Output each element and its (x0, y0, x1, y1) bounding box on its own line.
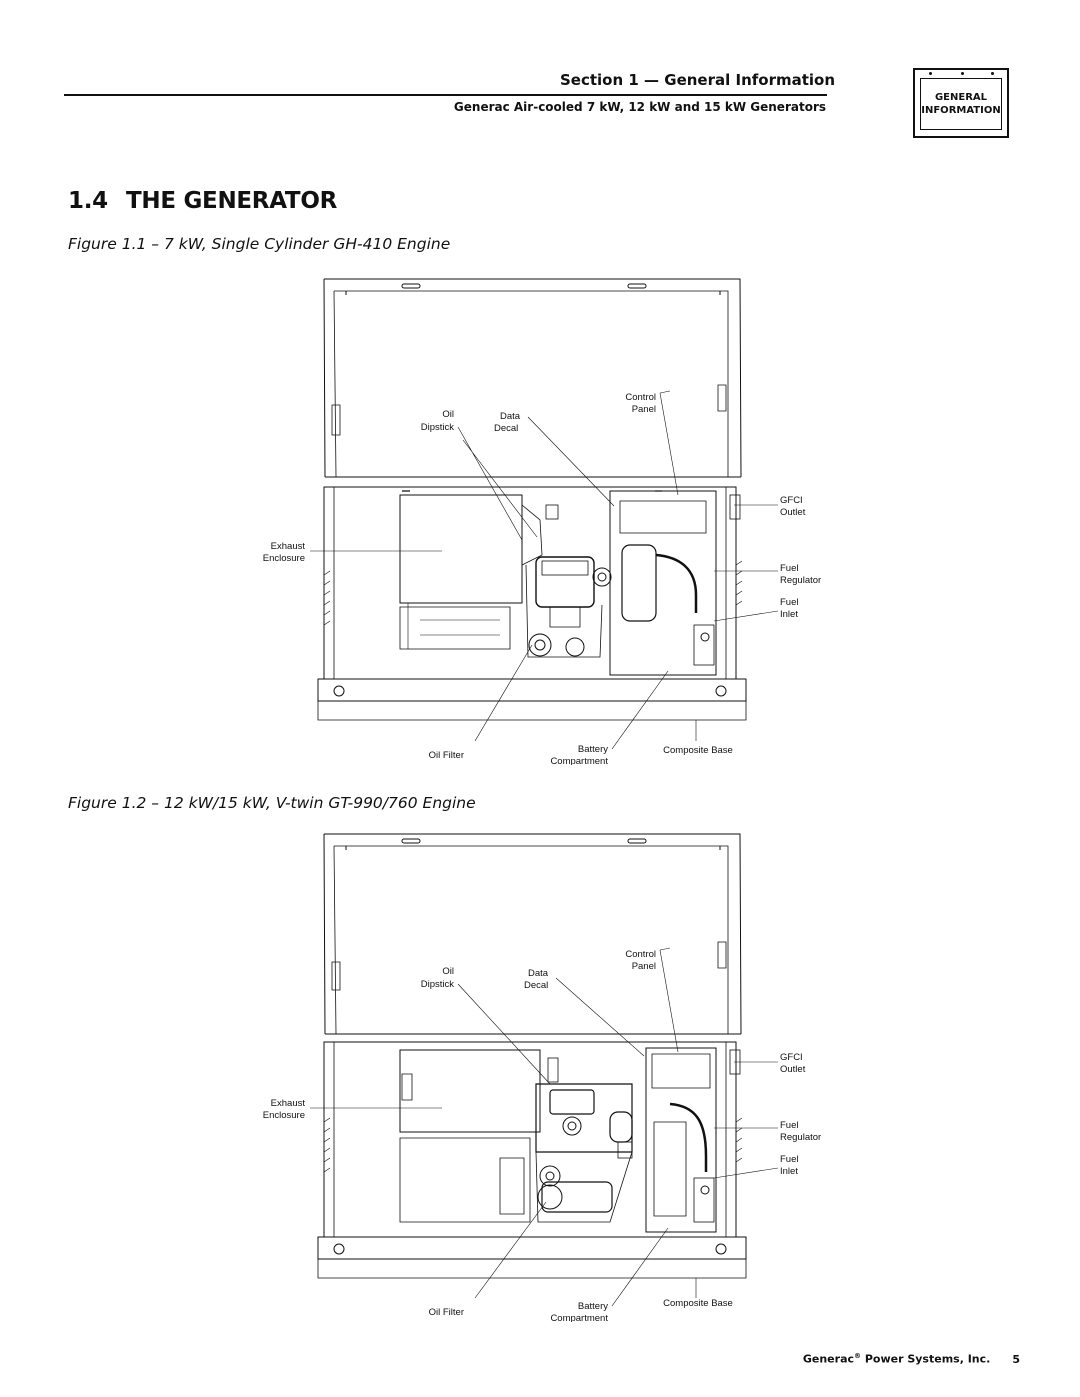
section-subtitle: Generac Air-cooled 7 kW, 12 kW and 15 kW… (453, 100, 826, 114)
label-outlet: Outlet (780, 507, 806, 518)
label-panel: Panel (632, 961, 656, 972)
label-compartment: Compartment (550, 1313, 608, 1322)
heading-number: 1.4 (68, 188, 108, 214)
label-regulator: Regulator (780, 575, 821, 586)
section-tab: GENERAL INFORMATION (913, 68, 1009, 138)
label-exhaust: Exhaust (271, 541, 306, 552)
label-enclosure: Enclosure (263, 553, 305, 564)
label-fuel-inlet-1: Fuel (780, 1154, 798, 1165)
figure-2-diagram: Oil Dipstick Data Decal Control Panel GF… (250, 822, 850, 1322)
label-oil: Oil (442, 966, 454, 977)
label-fuel-regulator-1: Fuel (780, 563, 798, 574)
registered-mark: ® (854, 1352, 862, 1360)
label-composite-base: Composite Base (663, 1298, 733, 1309)
label-inlet: Inlet (780, 609, 798, 620)
figure-2-caption: Figure 1.2 – 12 kW/15 kW, V-twin GT-990/… (68, 794, 476, 812)
heading-title: THE GENERATOR (126, 188, 337, 214)
page-footer: Generac® Power Systems, Inc. 5 (690, 1352, 1020, 1366)
page-heading: 1.4 THE GENERATOR (68, 188, 337, 214)
label-compartment: Compartment (550, 756, 608, 765)
label-gfci: GFCI (780, 1052, 803, 1063)
tab-dot (929, 72, 932, 75)
header-rule (64, 94, 827, 96)
label-data: Data (528, 968, 549, 979)
tab-label: GENERAL INFORMATION (920, 78, 1002, 130)
label-composite-base: Composite Base (663, 745, 733, 756)
page-number: 5 (1012, 1352, 1020, 1366)
label-exhaust: Exhaust (271, 1098, 306, 1109)
label-battery: Battery (578, 744, 608, 755)
generator-diagram-single-cylinder: Oil Dipstick Data Decal Control Panel GF… (263, 278, 821, 765)
section-title: Section 1 — General Information (560, 71, 836, 89)
label-control: Control (625, 949, 656, 960)
label-fuel-inlet-1: Fuel (780, 597, 798, 608)
footer-company-rest: Power Systems, Inc. (861, 1352, 991, 1366)
label-decal: Decal (494, 423, 518, 434)
footer-company: Generac (802, 1352, 855, 1366)
tab-dot (961, 72, 964, 75)
label-data: Data (500, 411, 521, 422)
label-fuel-regulator-1: Fuel (780, 1120, 798, 1131)
label-oil: Oil (442, 409, 454, 420)
label-outlet: Outlet (780, 1064, 806, 1075)
label-control: Control (625, 392, 656, 403)
label-gfci: GFCI (780, 495, 803, 506)
tab-label-line1: GENERAL (934, 92, 988, 103)
tab-dot (991, 72, 994, 75)
label-decal: Decal (524, 980, 548, 991)
label-panel: Panel (632, 404, 656, 415)
figure-1-diagram: Oil Dipstick Data Decal Control Panel GF… (250, 265, 850, 765)
label-regulator: Regulator (780, 1132, 821, 1143)
label-dipstick: Dipstick (421, 422, 455, 433)
tab-label-line2: INFORMATION (921, 105, 1001, 116)
label-enclosure: Enclosure (263, 1110, 305, 1121)
generator-diagram-v-twin: Oil Dipstick Data Decal Control Panel GF… (263, 833, 821, 1322)
label-oil-filter: Oil Filter (429, 750, 464, 761)
label-oil-filter: Oil Filter (429, 1307, 464, 1318)
figure-1-caption: Figure 1.1 – 7 kW, Single Cylinder GH-41… (68, 235, 451, 253)
label-dipstick: Dipstick (421, 979, 455, 990)
label-battery: Battery (578, 1301, 608, 1312)
label-inlet: Inlet (780, 1166, 798, 1177)
